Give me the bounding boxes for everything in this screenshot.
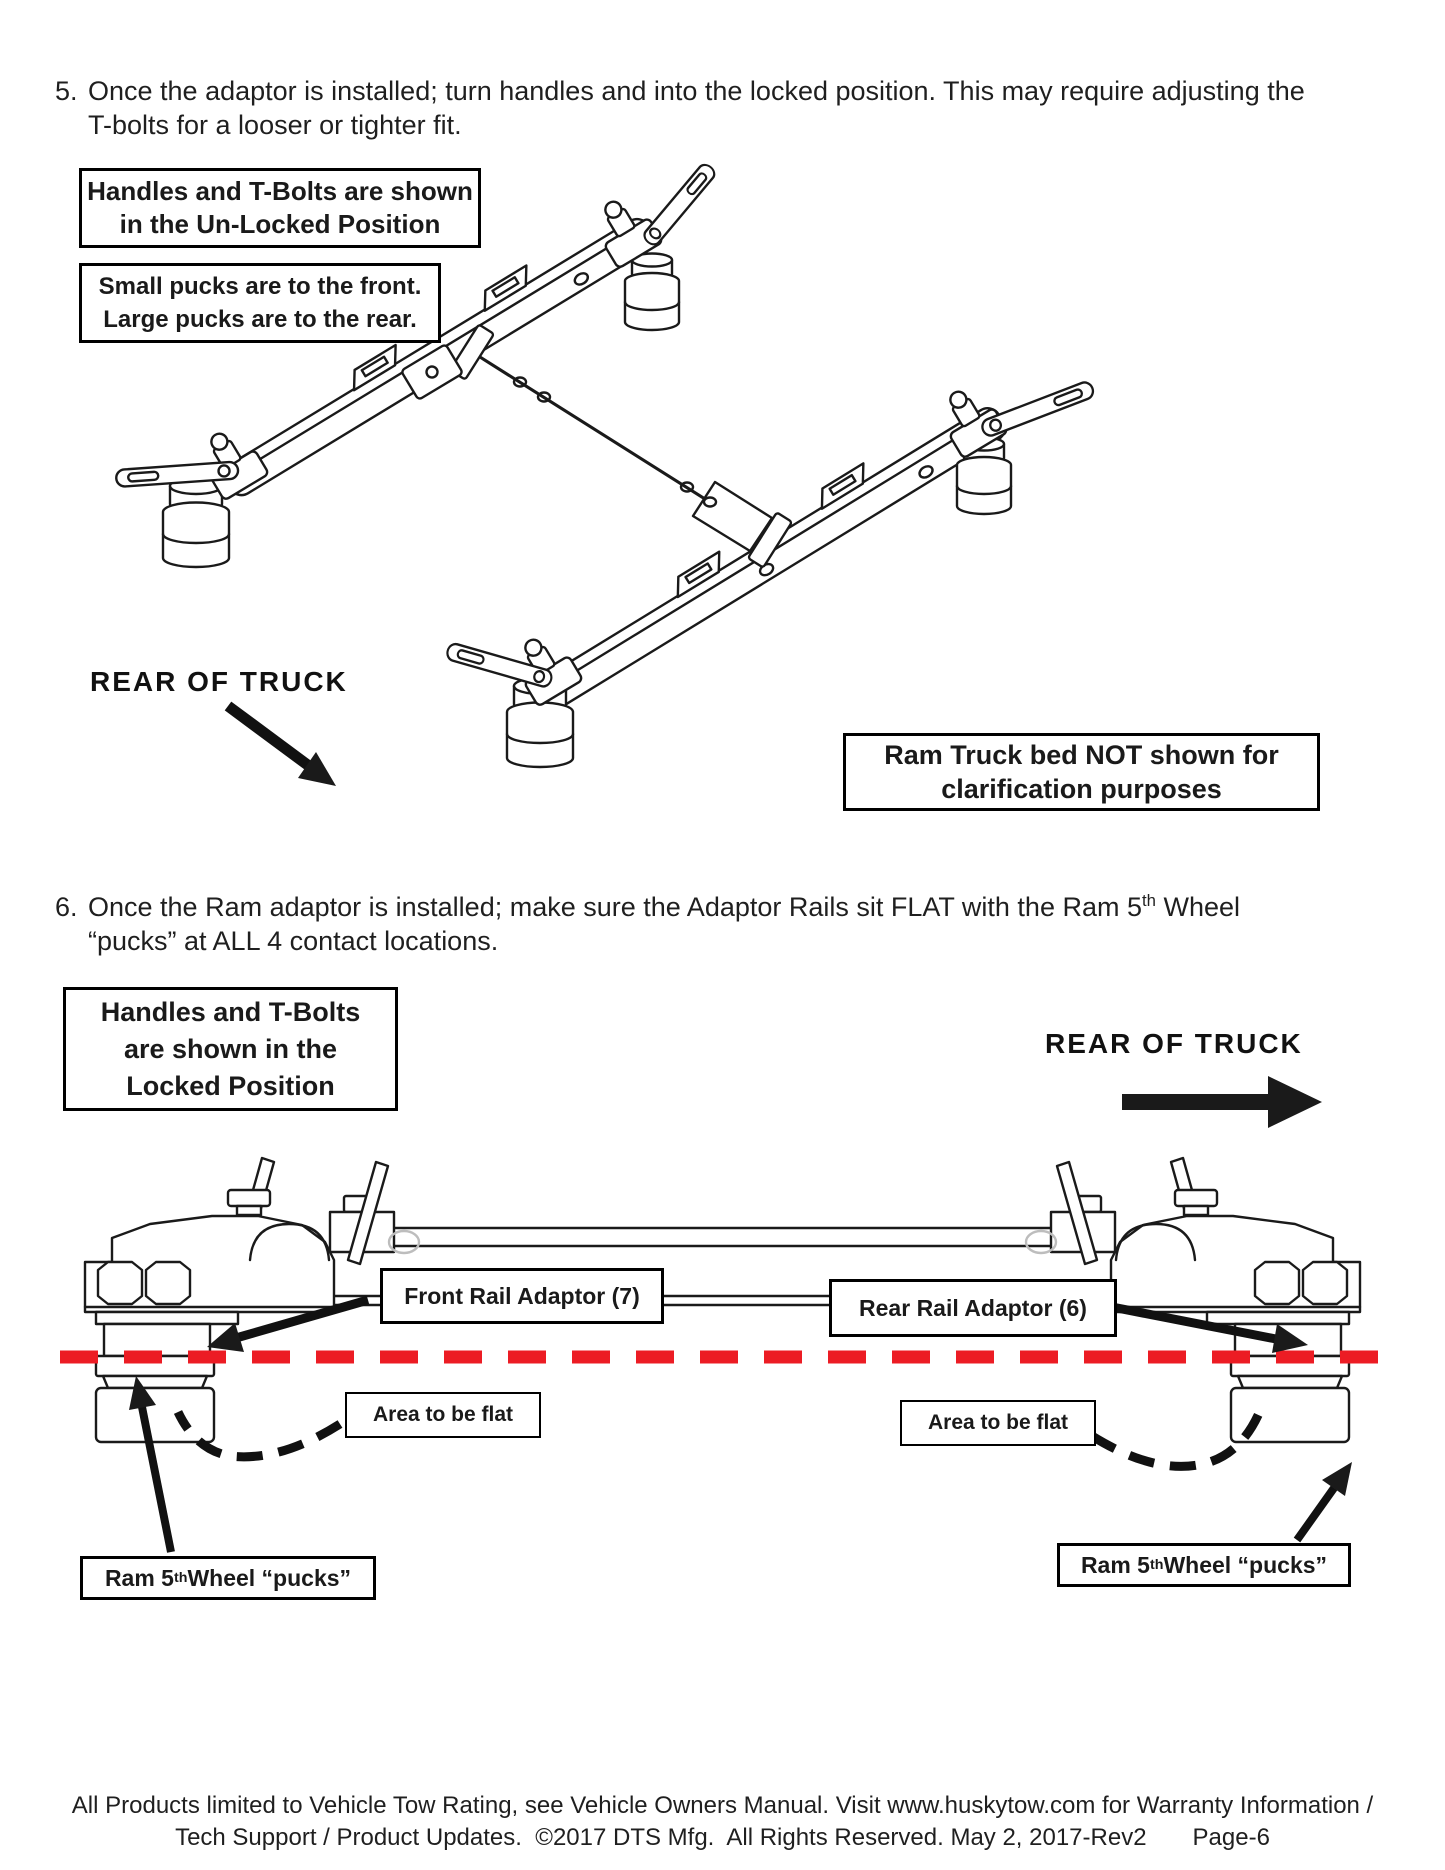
callout-ram-bed-not-shown: Ram Truck bed NOT shown for clarificatio… <box>843 733 1320 811</box>
pucks-left-arrow <box>129 1376 175 1553</box>
step-6-line2: “pucks” at ALL 4 contact locations. <box>88 926 499 956</box>
handle-rear-right <box>978 378 1097 440</box>
area-to-be-flat-label-left: Area to be flat <box>345 1392 541 1438</box>
footer-line1: All Products limited to Vehicle Tow Rati… <box>71 1792 1374 1819</box>
step-6-number: 6. <box>55 892 78 922</box>
step-6-text: 6. Once the Ram adaptor is installed; ma… <box>55 890 1418 958</box>
callout-unlocked-position: Handles and T-Bolts are shown in the Un-… <box>79 168 481 248</box>
front-rail-adaptor-label: Front Rail Adaptor (7) <box>380 1268 664 1324</box>
rear-of-truck-label-1: REAR OF TRUCK <box>90 666 348 697</box>
page-footer: All Products limited to Vehicle Tow Rati… <box>0 1790 1445 1854</box>
rear-of-truck-arrow-1 <box>224 701 336 786</box>
callout-puck-sizes: Small pucks are to the front. Large puck… <box>79 263 441 343</box>
handle-front-right <box>640 160 719 249</box>
figure2-side-view-drawing <box>60 1076 1396 1553</box>
step-5-line2: T-bolts for a looser or tighter fit. <box>88 110 462 140</box>
step-5-text: 5. Once the adaptor is installed; turn h… <box>55 74 1418 142</box>
rear-of-truck-label-2: REAR OF TRUCK <box>1045 1028 1303 1059</box>
figure1-adaptor-frame-drawing <box>114 160 1097 786</box>
step-6-line1: Once the Ram adaptor is installed; make … <box>88 891 1241 922</box>
rear-of-truck-arrow-2 <box>1122 1076 1322 1128</box>
footer-line2: Tech Support / Product Updates. ©2017 DT… <box>175 1824 1270 1851</box>
puck-front-right-small <box>623 252 681 332</box>
step-5-line1: Once the adaptor is installed; turn hand… <box>88 76 1305 106</box>
area-flat-right-dashed-curve <box>1089 1404 1267 1471</box>
callout-locked-position: Handles and T-Bolts are shown in the Loc… <box>63 987 398 1111</box>
step-5-number: 5. <box>55 76 78 106</box>
rear-rail-arrow <box>1111 1302 1308 1353</box>
front-rail-arrow <box>207 1295 370 1352</box>
page-number: Page-6 <box>1192 1824 1270 1851</box>
rear-rail-adaptor-label: Rear Rail Adaptor (6) <box>829 1279 1117 1337</box>
area-to-be-flat-label-right: Area to be flat <box>900 1400 1096 1446</box>
pucks-right-arrow <box>1293 1462 1352 1543</box>
